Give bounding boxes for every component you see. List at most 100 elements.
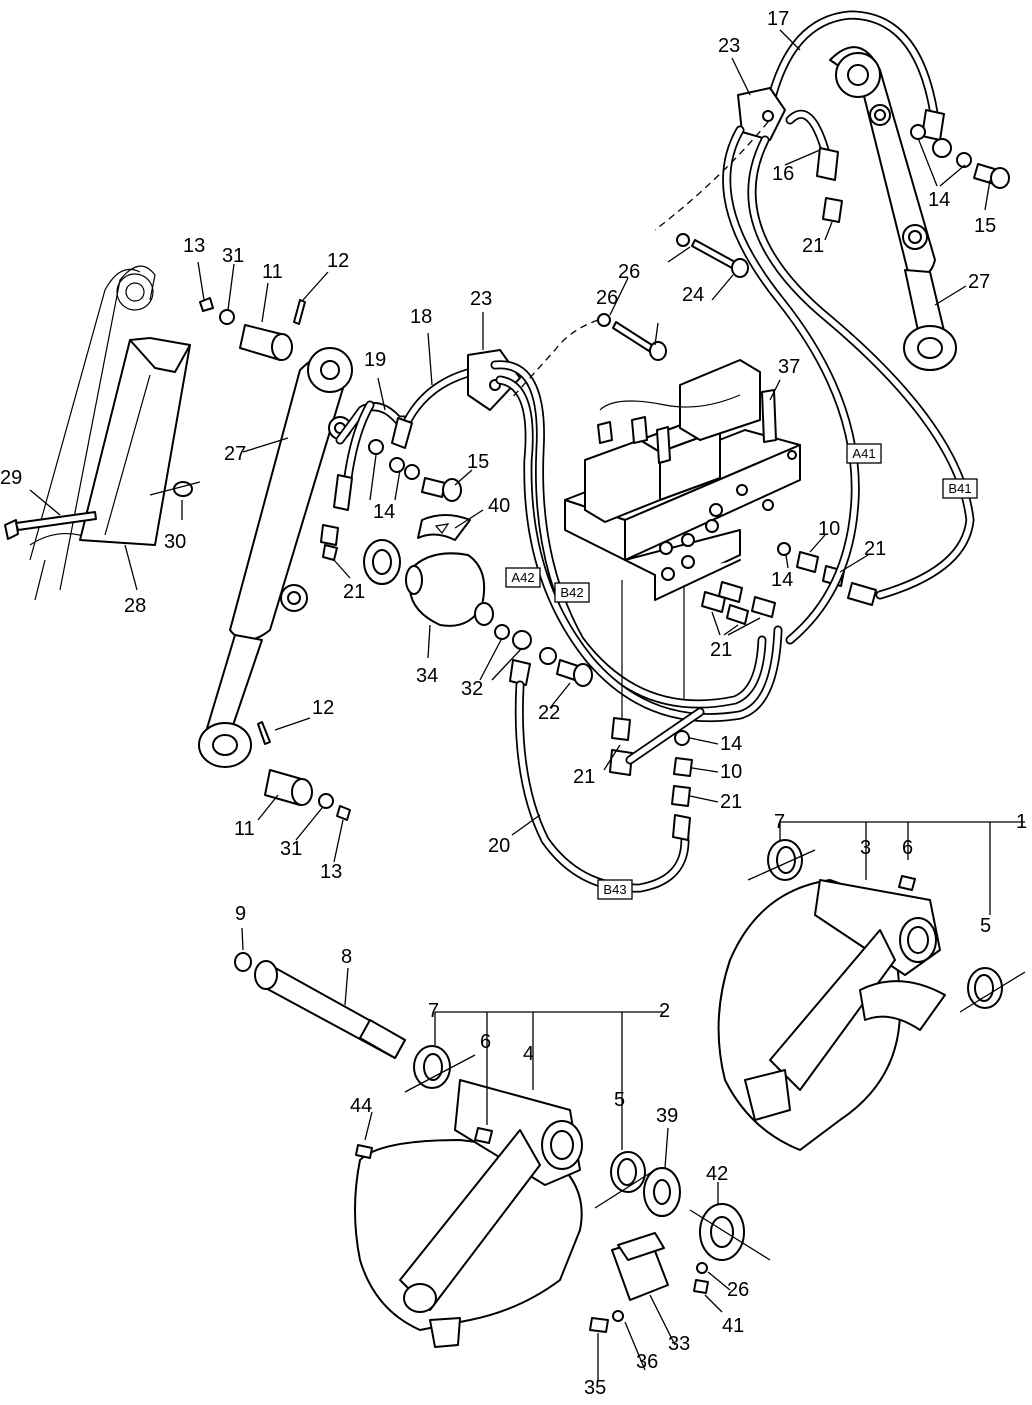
tag-A41-text: A41	[852, 446, 875, 461]
label-11a: 11	[262, 261, 283, 283]
fittings-below-valve	[609, 580, 705, 807]
bolts-24	[597, 233, 749, 361]
label-28: 28	[124, 595, 146, 617]
label-24: 24	[682, 284, 704, 306]
label-6a: 6	[902, 837, 913, 859]
assembly-2	[354, 1045, 659, 1348]
label-6b: 6	[480, 1031, 491, 1053]
decal-40	[417, 514, 471, 541]
pin-11-bottom	[257, 721, 351, 821]
fittings-upper-right	[910, 124, 1010, 189]
label-1: 1	[1016, 811, 1027, 833]
label-14a: 14	[373, 501, 395, 523]
label-21f: 21	[720, 791, 742, 813]
tag-B42-text: B42	[560, 585, 583, 600]
label-31b: 31	[280, 838, 302, 860]
label-26b: 26	[596, 287, 618, 309]
label-44: 44	[350, 1095, 372, 1117]
label-33: 33	[668, 1333, 690, 1355]
decal-33	[611, 1232, 669, 1301]
label-19: 19	[364, 349, 386, 371]
label-34: 34	[416, 665, 438, 687]
label-27b: 27	[968, 271, 990, 293]
label-4: 4	[523, 1043, 534, 1065]
label-21c: 21	[864, 538, 886, 560]
tag-B43-text: B43	[603, 882, 626, 897]
hoses-A41-B41	[722, 125, 975, 645]
washers-32-plug-22	[494, 624, 593, 687]
label-40: 40	[488, 495, 510, 517]
label-15b: 15	[974, 215, 996, 237]
label-17: 17	[767, 8, 789, 30]
label-13a: 13	[183, 235, 205, 257]
label-31a: 31	[222, 245, 244, 267]
label-41: 41	[722, 1315, 744, 1337]
label-32: 32	[461, 678, 483, 700]
label-12a: 12	[327, 250, 349, 272]
label-5b: 5	[614, 1089, 625, 1111]
label-29: 29	[0, 467, 22, 489]
label-20: 20	[488, 835, 510, 857]
cylinder-27-right	[829, 46, 957, 371]
nut-42	[689, 1203, 771, 1261]
label-14c: 14	[771, 569, 793, 591]
label-13b: 13	[320, 861, 342, 883]
label-21a: 21	[343, 581, 365, 603]
leader-lines	[29, 29, 1025, 1380]
label-26c: 26	[727, 1279, 749, 1301]
label-22: 22	[538, 702, 560, 724]
cylinder-27-left	[198, 347, 353, 768]
accumulator-34	[363, 539, 494, 627]
label-42: 42	[706, 1163, 728, 1185]
label-10b: 10	[720, 761, 742, 783]
tag-B41: B41	[942, 478, 978, 499]
label-14d: 14	[720, 733, 742, 755]
label-37: 37	[778, 356, 800, 378]
label-27a: 27	[224, 443, 246, 465]
part-labels: 1 2 3 4 5 5 6 6 7 7 8 9 10 10 11 11 12 1…	[0, 8, 1027, 1399]
washer-39	[643, 1167, 681, 1217]
pin-11-top	[199, 297, 306, 361]
label-14b: 14	[928, 189, 950, 211]
hoses-18-19	[333, 355, 495, 511]
hoses-A42-B42	[490, 360, 783, 723]
label-2: 2	[659, 1000, 670, 1022]
label-11b: 11	[234, 818, 255, 840]
label-21b: 21	[802, 235, 824, 257]
label-3: 3	[860, 837, 871, 859]
label-5a: 5	[980, 915, 991, 937]
tag-B41-text: B41	[948, 481, 971, 496]
label-7b: 7	[428, 1000, 439, 1022]
clamp-23-right	[737, 87, 786, 141]
label-21e: 21	[573, 766, 595, 788]
tag-A41: A41	[846, 443, 882, 464]
screws-small	[589, 1262, 709, 1333]
tag-B42: B42	[554, 582, 590, 603]
label-15a: 15	[467, 451, 489, 473]
bolt-29	[4, 511, 97, 540]
nut-30	[149, 481, 201, 497]
label-26a: 26	[618, 261, 640, 283]
tag-A42-text: A42	[511, 570, 534, 585]
hose-16	[785, 109, 843, 223]
bracket-28	[79, 337, 191, 546]
valve-block-37	[564, 359, 801, 601]
assembly-1	[717, 839, 1026, 1151]
tag-A42: A42	[505, 567, 541, 588]
label-30: 30	[164, 531, 186, 553]
label-35: 35	[584, 1377, 606, 1399]
shaft-8	[234, 952, 406, 1059]
label-39: 39	[656, 1105, 678, 1127]
label-10a: 10	[818, 518, 840, 540]
label-9: 9	[235, 903, 246, 925]
label-18: 18	[410, 306, 432, 328]
label-23a: 23	[470, 288, 492, 310]
label-12b: 12	[312, 697, 334, 719]
label-8: 8	[341, 946, 352, 968]
label-16: 16	[772, 163, 794, 185]
tag-B43: B43	[597, 879, 633, 900]
hose-20-B43	[509, 659, 691, 893]
label-7a: 7	[774, 811, 785, 833]
